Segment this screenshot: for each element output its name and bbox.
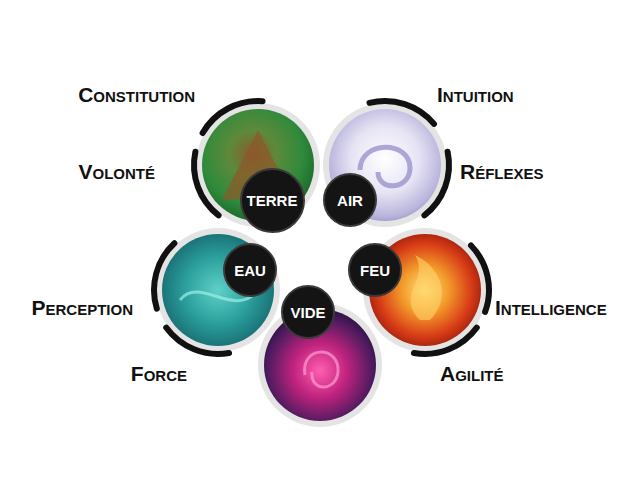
crescent-mark (166, 328, 229, 354)
crescent-mark (154, 243, 174, 309)
fire-flame (411, 255, 442, 320)
attribute-label: Volonté (78, 160, 155, 183)
attribute-label: Réflexes (460, 160, 544, 183)
attribute-label: Force (131, 362, 187, 385)
element-badge: FEU (348, 243, 402, 297)
crescent-marks (154, 101, 489, 354)
attribute-label: Intelligence (495, 296, 607, 319)
crescent-mark (424, 152, 449, 216)
crescent-mark (471, 246, 489, 312)
attribute-label: Agilité (440, 362, 504, 385)
element-name: EAU (234, 262, 266, 279)
attribute-label: Perception (31, 296, 133, 319)
crescent-mark (414, 328, 477, 354)
crescent-mark (194, 152, 219, 216)
air-orb (329, 109, 441, 221)
element-name: TERRE (247, 192, 298, 209)
element-badge: TERRE (240, 168, 305, 233)
element-name: AIR (337, 192, 363, 209)
attribute-label: Constitution (78, 83, 195, 106)
void-swirl (305, 352, 339, 387)
element-name: VIDE (290, 304, 325, 321)
element-badge: AIR (323, 173, 377, 227)
element-badge: VIDE (281, 285, 335, 339)
element-name: FEU (360, 262, 390, 279)
crescent-mark (203, 101, 263, 133)
orb-halos (156, 103, 487, 427)
element-badge: EAU (223, 243, 277, 297)
earth-orb (202, 109, 314, 221)
attribute-label: Intuition (437, 83, 514, 106)
crescent-mark (370, 101, 435, 124)
